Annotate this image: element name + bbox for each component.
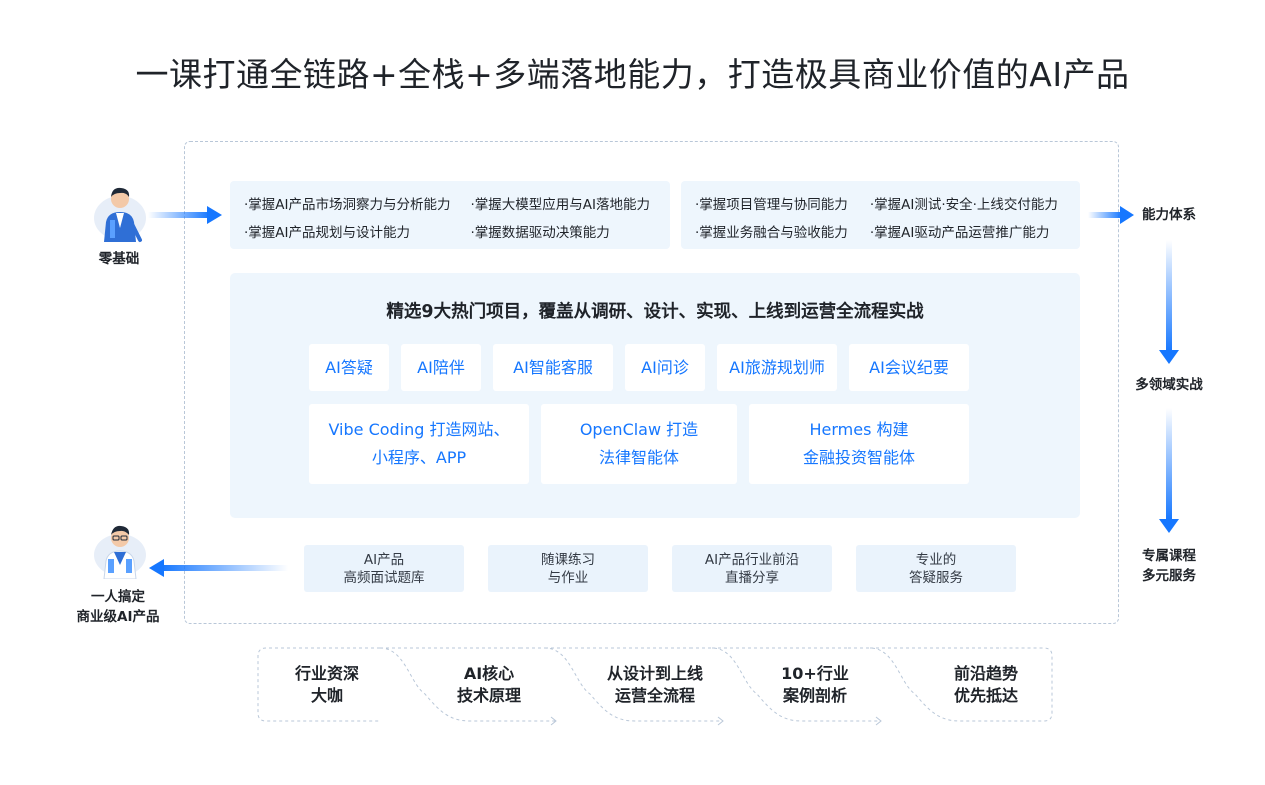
- feature-line: 案例剖析: [782, 686, 847, 705]
- skill-item: ·掌握数据驱动决策能力: [470, 225, 610, 241]
- project-chip-hermes: Hermes 构建 金融投资智能体: [749, 404, 969, 484]
- service-interview-bank: AI产品 高频面试题库: [304, 545, 464, 592]
- feature-line: 前沿趋势: [953, 664, 1018, 683]
- project-chip-line: 金融投资智能体: [802, 448, 915, 467]
- skill-item: ·掌握项目管理与协同能力: [695, 197, 848, 213]
- end-label-line1: 一人搞定: [91, 589, 145, 605]
- skill-item: ·掌握AI测试·安全·上线交付能力: [869, 197, 1058, 213]
- project-chip-vibe-coding: Vibe Coding 打造网站、 小程序、APP: [309, 404, 529, 484]
- arrow-practice-to-service: [1159, 408, 1179, 533]
- project-chip-ai-travel-planner: AI旅游规划师: [717, 344, 837, 391]
- feature-line: 大咖: [310, 686, 343, 705]
- projects-heading: 精选9大热门项目，覆盖从调研、设计、实现、上线到运营全流程实战: [386, 302, 924, 322]
- service-line: 与作业: [547, 569, 589, 586]
- project-chip-ai-companion: AI陪伴: [401, 344, 481, 391]
- skill-item: ·掌握AI产品规划与设计能力: [244, 225, 411, 241]
- project-chip-line: 法律智能体: [598, 448, 679, 467]
- feature-line: AI核心: [463, 664, 515, 683]
- feature-line: 从设计到上线: [606, 664, 703, 683]
- service-line: 专业的: [915, 551, 957, 568]
- project-chip-openclaw: OpenClaw 打造 法律智能体: [541, 404, 737, 484]
- project-chip-line: Vibe Coding 打造网站、: [328, 420, 510, 439]
- service-live-share: AI产品行业前沿 直播分享: [672, 545, 832, 592]
- practice-label: 多领域实战: [1135, 377, 1203, 393]
- service-line: AI产品行业前沿: [704, 551, 800, 568]
- arrow-services-to-end: [149, 559, 288, 577]
- service-line: 答疑服务: [909, 569, 963, 586]
- feature-line: 运营全流程: [614, 686, 695, 705]
- service-line: 随课练习: [541, 551, 595, 568]
- skill-item: ·掌握AI驱动产品运营推广能力: [869, 225, 1050, 241]
- feature-line: 10+行业: [781, 664, 849, 683]
- ability-label: 能力体系: [1142, 207, 1196, 223]
- service-practice: 随课练习 与作业: [488, 545, 648, 592]
- one-person-avatar-icon: [94, 525, 146, 579]
- service-line: 高频面试题库: [343, 569, 425, 586]
- arrow-skills-to-ability: [1088, 206, 1134, 224]
- feature-line: 行业资深: [294, 664, 359, 683]
- feature-line: 技术原理: [456, 686, 521, 705]
- course-frame: [184, 141, 1119, 624]
- feature-core-tech: AI核心 技术原理: [414, 663, 564, 707]
- feature-flow-arrowheads: [550, 716, 882, 726]
- service-line: 直播分享: [725, 569, 779, 586]
- project-chip-line: Hermes 构建: [809, 420, 909, 439]
- arrow-ability-to-practice: [1159, 240, 1179, 364]
- feature-flow-outline: [257, 647, 1053, 722]
- service-label: 专属课程 多元服务: [1130, 546, 1208, 586]
- zero-basis-avatar-icon: [94, 187, 146, 242]
- skills-left-panel: ·掌握AI产品市场洞察力与分析能力 ·掌握大模型应用与AI落地能力 ·掌握AI产…: [230, 181, 670, 249]
- project-chip-line: OpenClaw 打造: [579, 420, 699, 439]
- page-title: 一课打通全链路+全栈+多端落地能力，打造极具商业价值的AI产品: [135, 55, 1130, 94]
- feature-experts: 行业资深 大咖: [252, 663, 402, 707]
- skill-item: ·掌握业务融合与验收能力: [695, 225, 848, 241]
- skill-item: ·掌握大模型应用与AI落地能力: [470, 197, 651, 213]
- arrow-start-to-skills: [148, 206, 222, 224]
- feature-line: 优先抵达: [953, 686, 1018, 705]
- project-chip-ai-customer-service: AI智能客服: [493, 344, 613, 391]
- start-label: 零基础: [98, 251, 140, 267]
- service-label-line1: 专属课程: [1142, 548, 1196, 564]
- project-chip-line: 小程序、APP: [371, 448, 467, 467]
- service-label-line2: 多元服务: [1142, 568, 1196, 584]
- project-chip-ai-meeting-notes: AI会议纪要: [849, 344, 969, 391]
- service-line: AI产品: [363, 551, 405, 568]
- service-qa: 专业的 答疑服务: [856, 545, 1016, 592]
- end-label-line2: 商业级AI产品: [76, 609, 160, 625]
- skills-right-panel: ·掌握项目管理与协同能力 ·掌握AI测试·安全·上线交付能力 ·掌握业务融合与验…: [681, 181, 1080, 249]
- feature-industry-cases: 10+行业 案例剖析: [740, 663, 890, 707]
- project-chip-ai-qa: AI答疑: [309, 344, 389, 391]
- feature-full-process: 从设计到上线 运营全流程: [580, 663, 730, 707]
- feature-frontier-trends: 前沿趋势 优先抵达: [911, 663, 1061, 707]
- skill-item: ·掌握AI产品市场洞察力与分析能力: [244, 197, 451, 213]
- project-chip-ai-consultation: AI问诊: [625, 344, 705, 391]
- end-label: 一人搞定 商业级AI产品: [64, 587, 172, 627]
